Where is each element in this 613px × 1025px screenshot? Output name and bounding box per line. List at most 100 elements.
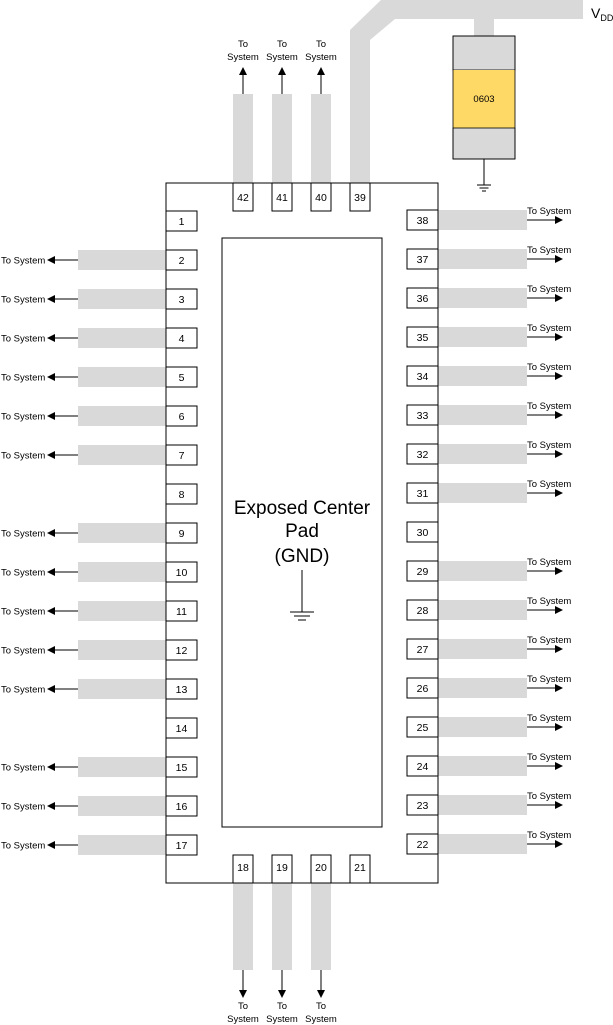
pin-41: [271, 182, 293, 212]
pin-28: [406, 599, 439, 621]
pin-number-29: 29: [417, 566, 429, 578]
vdd-label: VDD: [591, 5, 613, 23]
pin-number-4: 4: [179, 333, 185, 345]
trace-pin-22: [438, 834, 527, 854]
pin-6: [165, 405, 198, 427]
pin-number-24: 24: [417, 761, 429, 773]
to-system-label-pin-37: To System: [527, 245, 571, 256]
capacitor-pad-bottom: [452, 127, 516, 160]
trace-pin-15: [78, 757, 166, 777]
to-system-label-pin-27: To System: [527, 635, 571, 646]
pin-32: [406, 443, 439, 465]
trace-pin-32: [438, 444, 527, 464]
pin-4: [165, 327, 198, 349]
to-system-label-pin-23: To System: [527, 791, 571, 802]
pin-19: [271, 854, 293, 884]
trace-pin-7: [78, 445, 166, 465]
to-label-pin-42: To: [238, 39, 248, 50]
exposed-center-pad: [221, 237, 383, 828]
trace-pin-17: [78, 835, 166, 855]
pin-number-25: 25: [417, 722, 429, 734]
pin-number-23: 23: [417, 800, 429, 812]
trace-pin-9: [78, 523, 166, 543]
pin-5: [165, 366, 198, 388]
capacitor-pad-top: [452, 35, 516, 71]
system-label-pin-19: System: [266, 1014, 298, 1025]
pin-14: [165, 717, 198, 739]
trace-pin-4: [78, 328, 166, 348]
pin-35: [406, 326, 439, 348]
to-system-label-pin-13: To System: [1, 685, 45, 696]
trace-pin-25: [438, 717, 527, 737]
to-system-label-pin-34: To System: [527, 362, 571, 373]
to-label-pin-19: To: [277, 1001, 287, 1012]
pin-40: [310, 182, 332, 212]
pin-13: [165, 678, 198, 700]
pin-number-13: 13: [176, 684, 188, 696]
pin-number-18: 18: [237, 862, 249, 874]
trace-pin-26: [438, 678, 527, 698]
trace-pin-42: [233, 94, 253, 183]
to-label-pin-18: To: [238, 1001, 248, 1012]
system-label-pin-18: System: [227, 1014, 259, 1025]
to-system-label-pin-17: To System: [1, 841, 45, 852]
pin-number-39: 39: [354, 192, 366, 204]
trace-pin-34: [438, 366, 527, 386]
center-pad-line1: Exposed Center: [234, 498, 371, 519]
to-system-label-pin-31: To System: [527, 479, 571, 490]
center-pad-line2: Pad: [285, 521, 319, 542]
pin-number-16: 16: [176, 801, 188, 813]
to-system-label-pin-35: To System: [527, 323, 571, 334]
pin-17: [165, 834, 198, 856]
trace-pin-18: [233, 883, 253, 970]
pin-number-30: 30: [417, 527, 429, 539]
trace-pin-29: [438, 561, 527, 581]
pin-number-12: 12: [176, 645, 188, 657]
trace-pin-37: [438, 249, 527, 269]
to-label-pin-20: To: [316, 1001, 326, 1012]
to-system-label-pin-24: To System: [527, 752, 571, 763]
trace-pin-13: [78, 679, 166, 699]
pin-number-32: 32: [417, 449, 429, 461]
to-system-label-pin-12: To System: [1, 646, 45, 657]
center-pad-line3: (GND): [275, 546, 330, 567]
center-ground-icon: [290, 570, 314, 621]
capacitor-ground-icon: [477, 159, 491, 192]
trace-pin-2: [78, 250, 166, 270]
traces-layer: [78, 0, 583, 970]
trace-pin-36: [438, 288, 527, 308]
pin-26: [406, 677, 439, 699]
pin-number-33: 33: [417, 410, 429, 422]
to-system-label-pin-26: To System: [527, 674, 571, 685]
trace-pin-20: [311, 883, 331, 970]
pin-36: [406, 287, 439, 309]
pin-12: [165, 639, 198, 661]
pin-15: [165, 756, 198, 778]
trace-pin-3: [78, 289, 166, 309]
vdd-label-main: V: [591, 5, 601, 21]
pin-21: [349, 854, 371, 884]
pin-number-28: 28: [417, 605, 429, 617]
pin-20: [310, 854, 332, 884]
pin-number-17: 17: [176, 840, 188, 852]
pin-number-42: 42: [237, 192, 249, 204]
pin-27: [406, 638, 439, 660]
trace-pin-33: [438, 405, 527, 425]
pin-number-26: 26: [417, 683, 429, 695]
pin-number-1: 1: [179, 216, 185, 228]
vdd-trace: [350, 0, 583, 183]
pin-30: [406, 521, 439, 543]
pin-number-5: 5: [179, 372, 185, 384]
pin-number-41: 41: [276, 192, 288, 204]
capacitor-0603: 0603: [452, 35, 516, 160]
pin-3: [165, 288, 198, 310]
to-system-label-pin-6: To System: [1, 412, 45, 423]
system-label-pin-41: System: [266, 52, 298, 63]
to-system-label-pin-16: To System: [1, 802, 45, 813]
trace-pin-28: [438, 600, 527, 620]
pin-10: [165, 561, 198, 583]
pin-number-8: 8: [179, 489, 185, 501]
pin-18: [232, 854, 254, 884]
capacitor-body: [453, 70, 515, 128]
